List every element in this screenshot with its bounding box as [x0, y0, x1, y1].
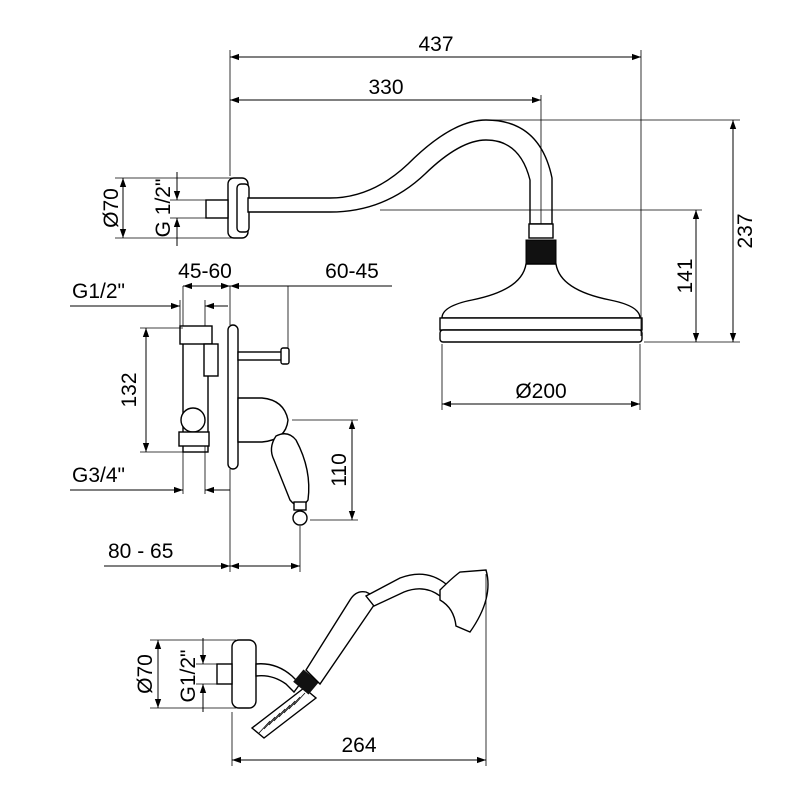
arm-connector [528, 223, 554, 239]
diverter-knob [280, 347, 290, 365]
lever-tip [293, 501, 307, 511]
shower-head-face [439, 329, 643, 343]
dim-handle-length: 110 [328, 453, 351, 486]
diverter-stem [237, 351, 287, 361]
hand-shower-handle [305, 590, 376, 686]
hand-shower-head [439, 569, 489, 633]
wall-outlet-elbow [255, 663, 301, 694]
cover-plate [227, 324, 239, 470]
dim-hand-flange: Ø70 [134, 654, 157, 694]
dim-depth-left: 45-60 [178, 260, 232, 283]
thread-stub [205, 199, 229, 219]
dim-wall-flange: Ø70 [100, 188, 123, 228]
shower-arm [247, 119, 553, 225]
ball-joint [525, 239, 557, 265]
dim-thread: G 1/2" [152, 179, 175, 238]
dim-depth-right: 60-45 [325, 260, 379, 283]
dim-head-diameter: Ø200 [515, 380, 566, 403]
dim-hand-length: 264 [341, 734, 376, 757]
dim-arm-reach: 330 [368, 76, 403, 99]
hand-shower: Ø70 G1/2" 264 [134, 569, 489, 766]
shower-head-bell [441, 263, 641, 319]
shower-head-rim [439, 317, 643, 331]
lever-base [237, 397, 289, 443]
mixer-cartridge [180, 407, 206, 433]
mixer-side-fitting [203, 343, 219, 377]
lever-ball [292, 510, 308, 526]
hand-shower-neck [364, 573, 447, 607]
dim-wall-depth: 80 - 65 [108, 540, 173, 563]
dim-outlet-thread: G3/4" [72, 464, 125, 487]
overhead-shower: 437 330 237 141 Ø200 Ø70 G 1/2" [100, 33, 757, 410]
concealed-mixer: 45-60 60-45 G1/2" 132 110 G3/4" 80 - 65 [70, 260, 392, 572]
dim-body-height: 132 [118, 372, 141, 407]
wall-outlet-thread [216, 663, 233, 685]
lever-handle [270, 433, 310, 507]
dim-total-length: 437 [418, 33, 453, 56]
mixer-bottom-fitting [178, 431, 210, 447]
flange-cap [236, 183, 250, 233]
mixer-top-fitting [179, 325, 213, 345]
dim-hand-thread: G1/2" [177, 650, 200, 703]
hose-ribs [258, 692, 306, 734]
hose-nut [293, 669, 319, 695]
dim-head-drop: 141 [674, 258, 697, 293]
wall-outlet-flange [231, 639, 257, 709]
dim-inlet-thread: G1/2" [72, 280, 125, 303]
dim-total-height: 237 [734, 213, 757, 248]
